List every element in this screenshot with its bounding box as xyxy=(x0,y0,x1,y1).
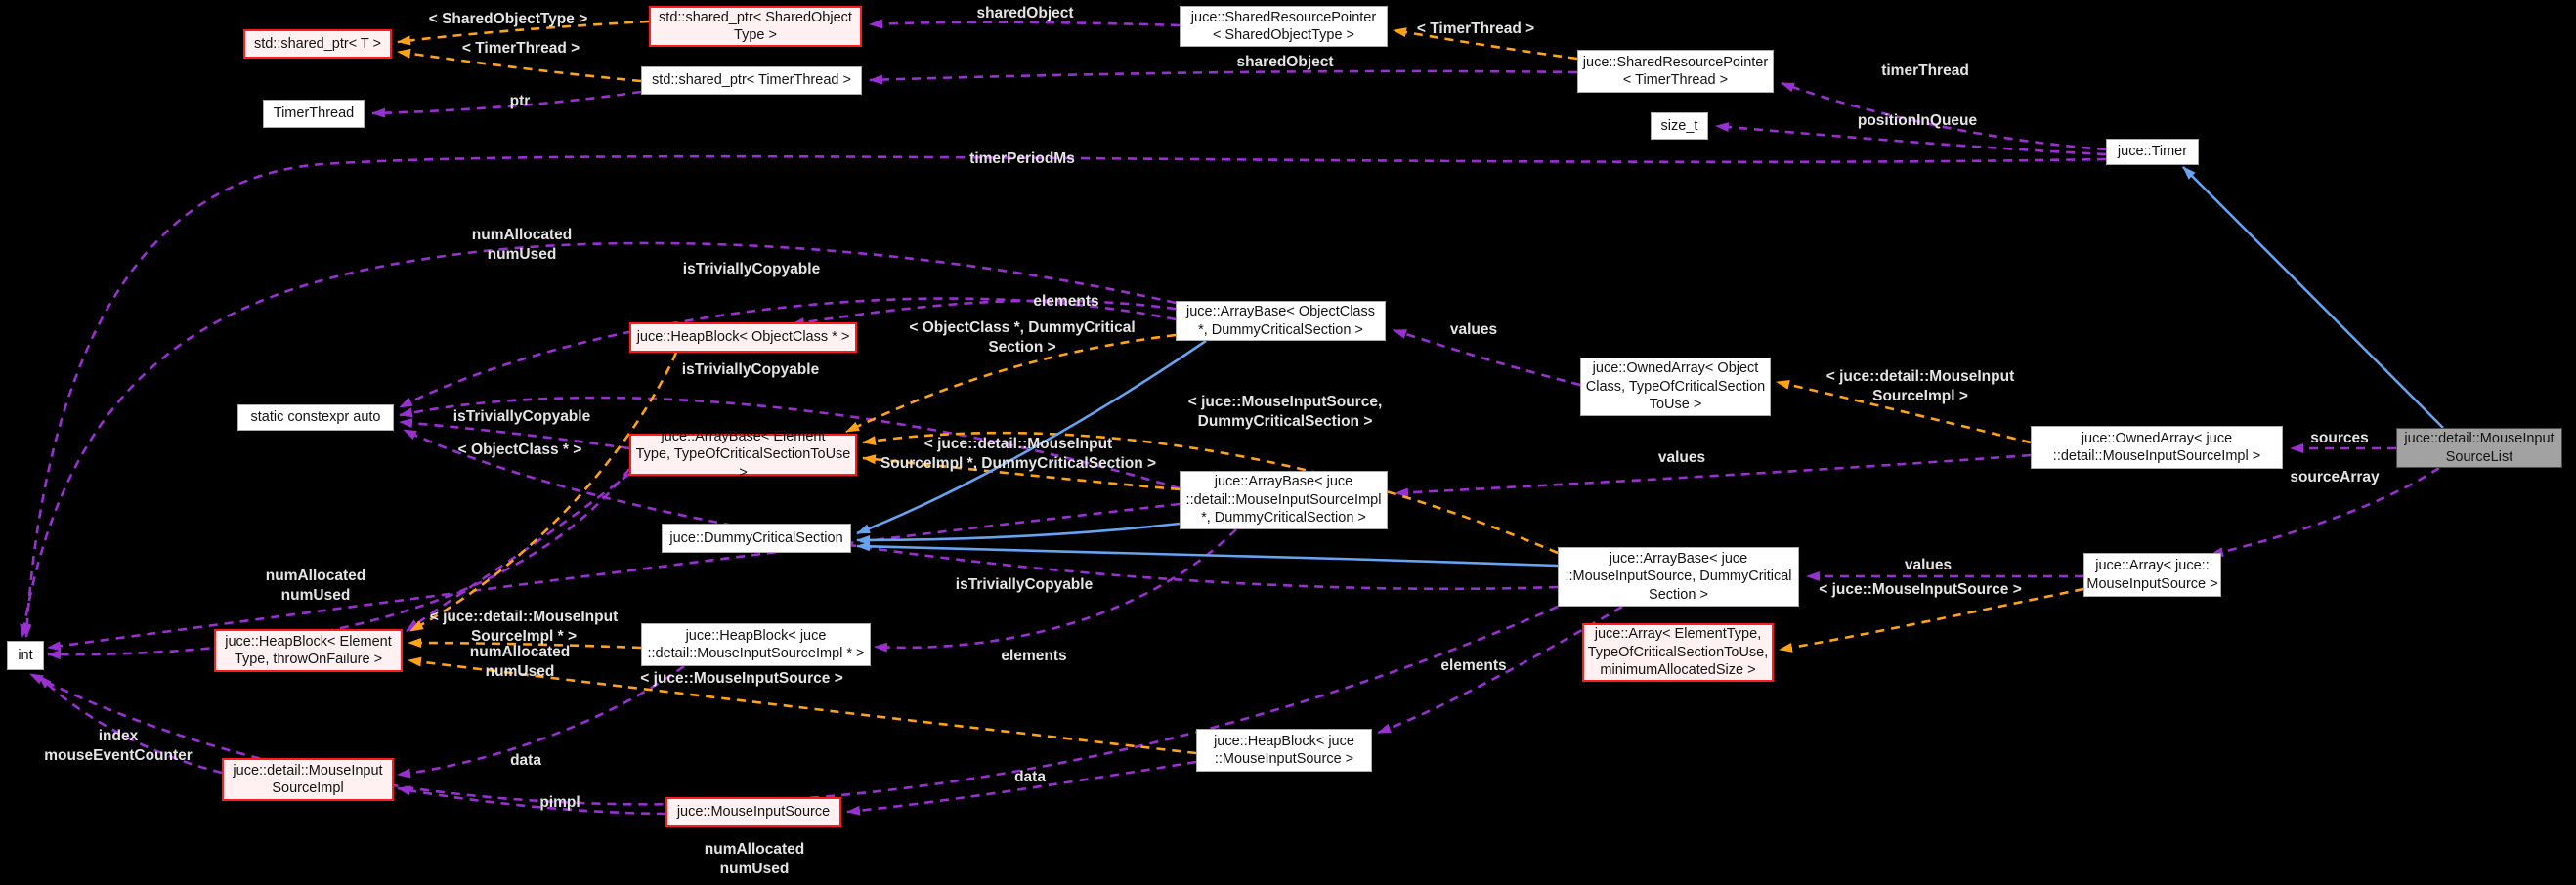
node-shared-ptr-timerthread[interactable]: std::shared_ptr< TimerThread > xyxy=(641,66,862,95)
inheritance-edge xyxy=(2182,166,2444,429)
node-mouseinputsourceimpl[interactable]: juce::detail::MouseInput SourceImpl xyxy=(222,758,394,801)
usage-edge xyxy=(20,241,1177,638)
node-arraybase-objectclass[interactable]: juce::ArrayBase< ObjectClass *, DummyCri… xyxy=(1176,301,1386,341)
inheritance-edge xyxy=(856,339,1207,535)
node-ownedarray-objectclass[interactable]: juce::OwnedArray< Object Class, TypeOfCr… xyxy=(1580,358,1771,416)
template-instantiation-edge xyxy=(397,20,650,46)
usage-edge xyxy=(2210,466,2440,557)
usage-edge xyxy=(406,472,630,633)
node-static-constexpr-auto[interactable]: static constexpr auto xyxy=(237,404,394,431)
usage-edge xyxy=(1781,81,2107,151)
node-array-mouseinputsource[interactable]: juce::Array< juce:: MouseInputSource > xyxy=(2083,553,2221,597)
node-arraybase-generic[interactable]: juce::ArrayBase< Element Type, TypeOfCri… xyxy=(629,429,857,481)
node-arraybase-mouseinputsource[interactable]: juce::ArrayBase< juce ::MouseInputSource… xyxy=(1558,547,1799,607)
node-heapblock-mouseinputsource[interactable]: juce::HeapBlock< juce ::MouseInputSource… xyxy=(1196,729,1372,772)
template-instantiation-edge xyxy=(1776,379,2032,444)
usage-edge xyxy=(397,664,685,779)
usage-edge xyxy=(846,760,1197,816)
usage-edge xyxy=(869,19,1181,29)
usage-edge xyxy=(399,297,1177,409)
usage-edge xyxy=(874,528,1237,653)
template-instantiation-edge xyxy=(845,333,1177,434)
node-shared-ptr-t[interactable]: std::shared_ptr< T > xyxy=(243,29,392,59)
inheritance-edge xyxy=(856,522,1181,545)
node-timer[interactable]: juce::Timer xyxy=(2106,139,2199,165)
node-timerthread[interactable]: TimerThread xyxy=(263,100,365,128)
usage-edge xyxy=(1377,605,1623,735)
node-heapblock-objectclass[interactable]: juce::HeapBlock< ObjectClass * > xyxy=(629,322,857,353)
usage-edge xyxy=(1395,453,2032,498)
usage-edge xyxy=(869,69,1578,85)
node-sharedresourcepointer-timerthread[interactable]: juce::SharedResourcePointer < TimerThrea… xyxy=(1577,50,1774,93)
usage-edge xyxy=(47,468,631,660)
template-instantiation-edge xyxy=(408,638,642,650)
usage-edge xyxy=(1715,122,2107,156)
usage-edge xyxy=(403,428,1559,591)
usage-edge xyxy=(397,785,666,816)
usage-edge xyxy=(399,418,630,450)
template-instantiation-edge xyxy=(862,431,1559,555)
usage-edge xyxy=(47,502,1181,652)
node-sharedresourcepointer-sharedobjecttype[interactable]: juce::SharedResourcePointer < SharedObje… xyxy=(1180,6,1388,47)
template-instantiation-edge xyxy=(397,48,642,83)
template-instantiation-edge xyxy=(1779,587,2084,653)
node-shared-ptr-sharedobjecttype[interactable]: std::shared_ptr< SharedObject Type > xyxy=(649,6,862,47)
usage-edge xyxy=(371,90,642,118)
usage-edge xyxy=(38,675,223,775)
usage-edge xyxy=(21,154,2107,638)
template-instantiation-edge xyxy=(409,352,678,633)
node-mouseinputsource[interactable]: juce::MouseInputSource xyxy=(665,797,841,827)
template-instantiation-edge xyxy=(1393,27,1578,61)
inheritance-edge xyxy=(856,541,1559,568)
node-size-t[interactable]: size_t xyxy=(1651,112,1708,140)
node-arraybase-mouseinputsourceimpl[interactable]: juce::ArrayBase< juce ::detail::MouseInp… xyxy=(1180,471,1388,529)
node-mouseinputsourcelist[interactable]: juce::detail::MouseInput SourceList xyxy=(2396,428,2562,468)
node-ownedarray-mouseinputsourceimpl[interactable]: juce::OwnedArray< juce ::detail::MouseIn… xyxy=(2031,426,2283,469)
node-heapblock-generic[interactable]: juce::HeapBlock< Element Type, throwOnFa… xyxy=(214,629,403,672)
template-instantiation-edge xyxy=(862,454,1181,491)
node-heapblock-mouseinputsourceimpl[interactable]: juce::HeapBlock< juce ::detail::MouseInp… xyxy=(641,623,871,666)
usage-edge xyxy=(399,396,1181,490)
node-int[interactable]: int xyxy=(7,641,44,670)
template-instantiation-edge xyxy=(408,656,1197,755)
usage-edge xyxy=(1393,328,1581,387)
node-dummycriticalsection[interactable]: juce::DummyCriticalSection xyxy=(662,524,851,553)
usage-edge xyxy=(791,299,1177,327)
node-array-generic[interactable]: juce::Array< ElementType, TypeOfCritical… xyxy=(1582,623,1774,682)
